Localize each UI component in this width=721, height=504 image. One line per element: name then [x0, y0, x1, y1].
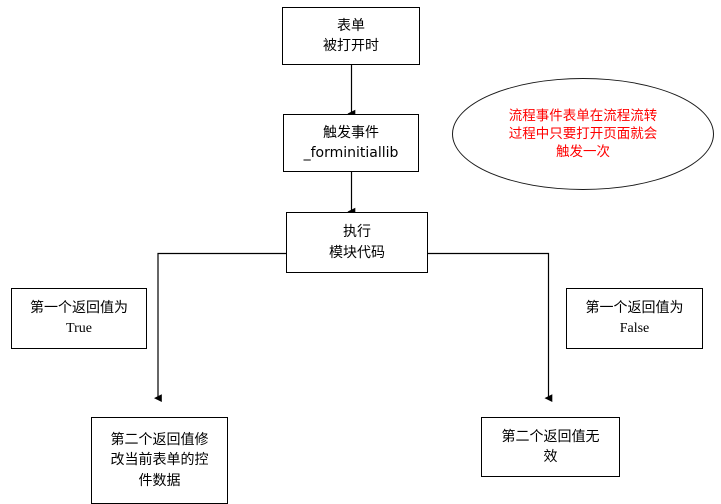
note-ellipse-text: 流程事件表单在流程流转 过程中只要打开页面就会 触发一次 [508, 107, 658, 161]
node-trigger-event[interactable]: 触发事件 _forminitiallib [283, 114, 419, 172]
node-execute-module-line1: 执行 [343, 224, 371, 241]
node-second-return-modifies-line3: 件数据 [138, 472, 181, 489]
node-first-return-true-value: True [66, 320, 92, 336]
node-second-return-modifies[interactable]: 第二个返回值修 改当前表单的控 件数据 [91, 417, 228, 504]
node-first-return-true-line1: 第一个返回值为 [30, 300, 128, 317]
node-second-return-modifies-line2: 改当前表单的控 [110, 452, 209, 469]
node-trigger-event-line1: 触发事件 [323, 124, 379, 141]
node-second-return-modifies-line1: 第二个返回值修 [110, 432, 209, 449]
edge-execute-to-second-return-modifies [154, 252, 286, 403]
node-first-return-false-line1: 第一个返回值为 [585, 300, 684, 317]
node-first-return-true[interactable]: 第一个返回值为 True [11, 288, 147, 349]
node-trigger-event-line2: _forminitiallib [303, 145, 399, 161]
edge-execute-to-second-return-invalid [428, 252, 553, 403]
node-second-return-invalid-line2: 效 [543, 449, 558, 465]
node-second-return-invalid[interactable]: 第二个返回值无 效 [481, 417, 620, 477]
node-execute-module-line2: 模块代码 [329, 244, 385, 261]
node-first-return-false[interactable]: 第一个返回值为 False [566, 288, 703, 349]
node-form-opened[interactable]: 表单 被打开时 [282, 7, 420, 65]
node-first-return-false-value: False [619, 320, 650, 336]
node-form-opened-line2: 被打开时 [323, 38, 379, 54]
node-form-opened-line1: 表单 [337, 17, 365, 34]
node-second-return-invalid-line1: 第二个返回值无 [501, 428, 600, 445]
node-execute-module[interactable]: 执行 模块代码 [286, 212, 428, 273]
note-ellipse-trigger-once[interactable]: 流程事件表单在流程流转 过程中只要打开页面就会 触发一次 [452, 78, 714, 190]
